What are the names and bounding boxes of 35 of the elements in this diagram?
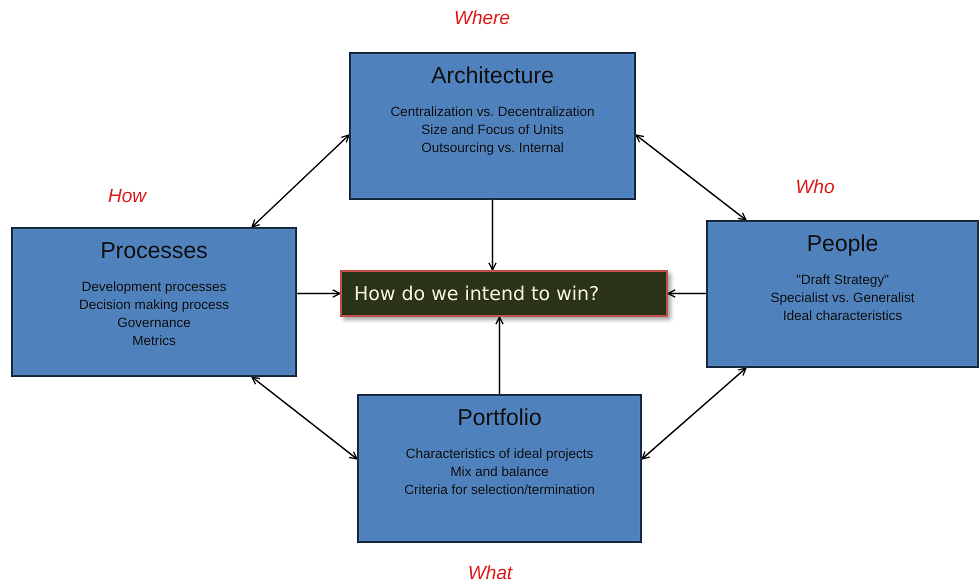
box-item: Mix and balance xyxy=(450,463,549,481)
box-item: Outsourcing vs. Internal xyxy=(421,139,564,157)
arrow xyxy=(297,289,341,298)
topic-box xyxy=(11,227,297,377)
dimension-label: Where xyxy=(454,8,510,30)
box-heading: Portfolio xyxy=(457,404,542,431)
arrow xyxy=(635,134,747,221)
arrow xyxy=(667,289,706,298)
box-item: Specialist vs. Generalist xyxy=(770,289,915,307)
arrow xyxy=(251,376,358,460)
arrow xyxy=(251,134,350,228)
box-heading: Processes xyxy=(100,237,208,264)
arrow xyxy=(641,367,747,460)
dimension-label: Who xyxy=(795,177,835,199)
arrow xyxy=(488,200,497,271)
topic-box xyxy=(706,220,979,368)
box-item: Development processes xyxy=(82,278,226,296)
box-heading: People xyxy=(806,230,878,257)
box-item: Characteristics of ideal projects xyxy=(406,445,594,463)
goal-box xyxy=(340,270,668,317)
box-item: Metrics xyxy=(132,332,176,350)
goal-text: How do we intend to win? xyxy=(354,282,600,304)
box-item: Size and Focus of Units xyxy=(421,121,564,139)
box-item: Criteria for selection/termination xyxy=(404,481,595,499)
dimension-label: How xyxy=(108,186,146,208)
topic-box xyxy=(349,52,636,200)
box-item: Centralization vs. Decentralization xyxy=(390,103,595,121)
box-heading: Architecture xyxy=(431,62,554,89)
box-item: "Draft Strategy" xyxy=(796,271,889,289)
box-item: Ideal characteristics xyxy=(782,307,902,325)
arrow xyxy=(495,316,504,394)
dimension-label: What xyxy=(468,563,512,585)
box-item: Decision making process xyxy=(78,296,230,314)
box-item: Governance xyxy=(117,314,191,332)
topic-box xyxy=(357,394,642,543)
